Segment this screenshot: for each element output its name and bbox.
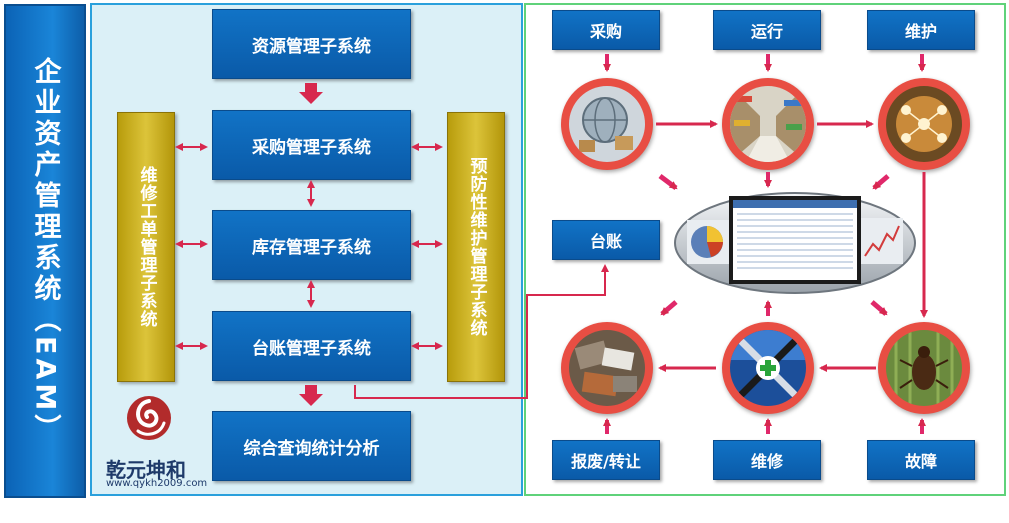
stage-operation[interactable]: 运行 [713,10,821,50]
stage-fault[interactable]: 故障 [867,440,975,480]
logo-name: 乾元坤和 [106,458,186,482]
repair-circle[interactable] [722,322,814,414]
module-preventive-maintenance[interactable]: 预防性维护管理子系统 [447,112,505,382]
dashboard-icon[interactable] [673,190,917,296]
module-purchase[interactable]: 采购管理子系统 [212,110,411,180]
bug-icon [886,330,962,406]
logo-url[interactable]: www.qykh2009.com [106,478,208,489]
maintenance-circle[interactable] [878,78,970,170]
stage-ledger[interactable]: 台账 [552,220,660,260]
network-icon [886,86,962,162]
stage-repair[interactable]: 维修 [713,440,821,480]
purchase-circle[interactable] [561,78,653,170]
module-resource[interactable]: 资源管理子系统 [212,9,411,79]
stage-purchase[interactable]: 采购 [552,10,660,50]
module-ledger[interactable]: 台账管理子系统 [212,311,411,381]
module-work-order[interactable]: 维修工单管理子系统 [117,112,175,382]
stage-maintenance[interactable]: 维护 [867,10,975,50]
warehouse-icon [730,86,806,162]
repair-tools-icon [730,330,806,406]
stage-scrap[interactable]: 报废/转让 [552,440,660,480]
scrap-circle[interactable] [561,322,653,414]
scrap-icon [569,330,645,406]
operation-circle[interactable] [722,78,814,170]
module-inventory[interactable]: 库存管理子系统 [212,210,411,280]
system-title: 企业资产管理系统（EAM） [29,56,61,446]
logo-icon [124,393,174,443]
module-query-stats[interactable]: 综合查询统计分析 [212,411,411,481]
fault-circle[interactable] [878,322,970,414]
globe-icon [569,86,645,162]
title-bar [4,4,86,498]
